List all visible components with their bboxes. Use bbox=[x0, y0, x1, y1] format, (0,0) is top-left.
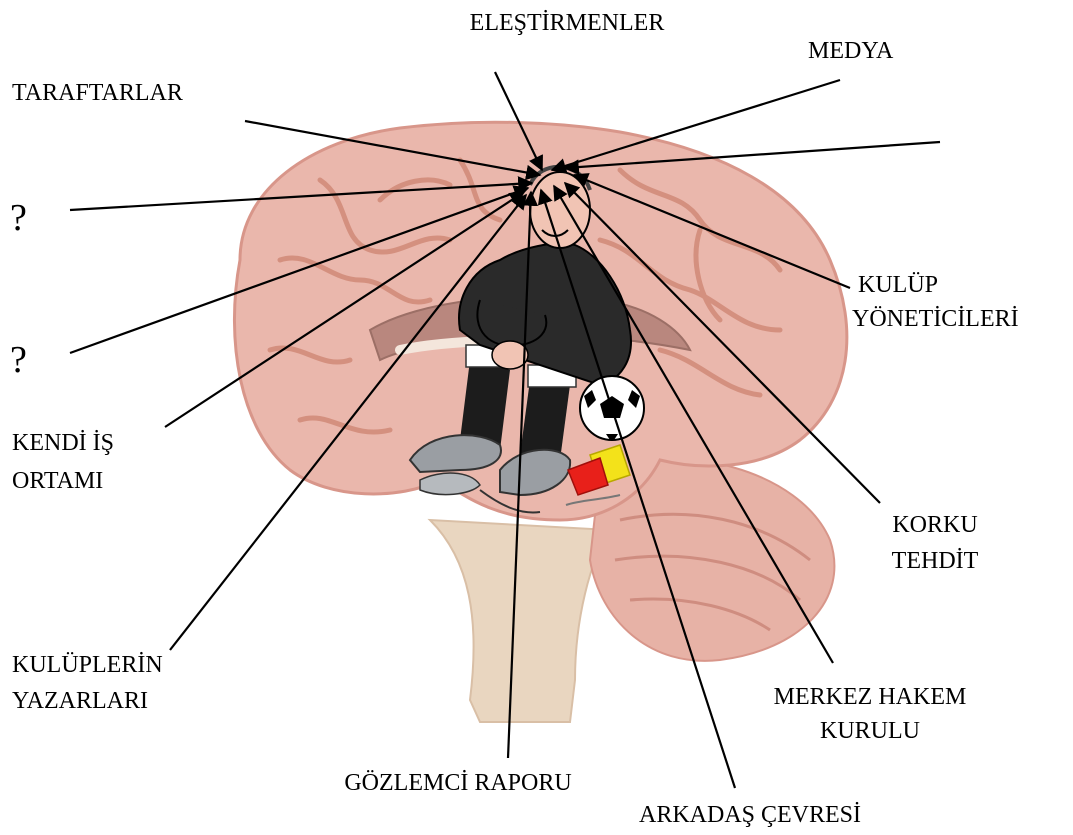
referee-head bbox=[530, 172, 590, 248]
label-elestirmenler: ELEŞTİRMENLER bbox=[437, 8, 697, 38]
label-kulup-yoneticileri-line2: YÖNETİCİLERİ bbox=[852, 304, 1019, 334]
referee-hand bbox=[492, 341, 528, 369]
label-gozlemci-raporu: GÖZLEMCİ RAPORU bbox=[308, 768, 608, 798]
label-merkez-hakem-kurulu-line1: MERKEZ HAKEM bbox=[740, 682, 1000, 712]
label-kulup-yoneticileri-line1: KULÜP bbox=[858, 270, 938, 300]
label-kuluplerin-yazarlari-line1: KULÜPLERİN bbox=[12, 650, 163, 680]
label-kendi-is-ortami-line2: ORTAMI bbox=[12, 466, 103, 496]
label-merkez-hakem-kurulu-line2: KURULU bbox=[740, 716, 1000, 746]
label-korku-tehdit-line1: KORKU bbox=[880, 510, 990, 540]
label-taraftarlar: TARAFTARLAR bbox=[12, 78, 183, 108]
label-kuluplerin-yazarlari-line2: YAZARLARI bbox=[12, 686, 148, 716]
label-korku-tehdit-line2: TEHDİT bbox=[880, 546, 990, 576]
label-medya: MEDYA bbox=[808, 36, 893, 66]
label-arkadas-cevresi: ARKADAŞ ÇEVRESİ bbox=[600, 800, 900, 830]
label-question-1: ? bbox=[10, 198, 27, 238]
brain-stem bbox=[430, 520, 610, 722]
label-question-2: ? bbox=[10, 340, 27, 380]
label-kendi-is-ortami-line1: KENDİ İŞ bbox=[12, 428, 114, 458]
